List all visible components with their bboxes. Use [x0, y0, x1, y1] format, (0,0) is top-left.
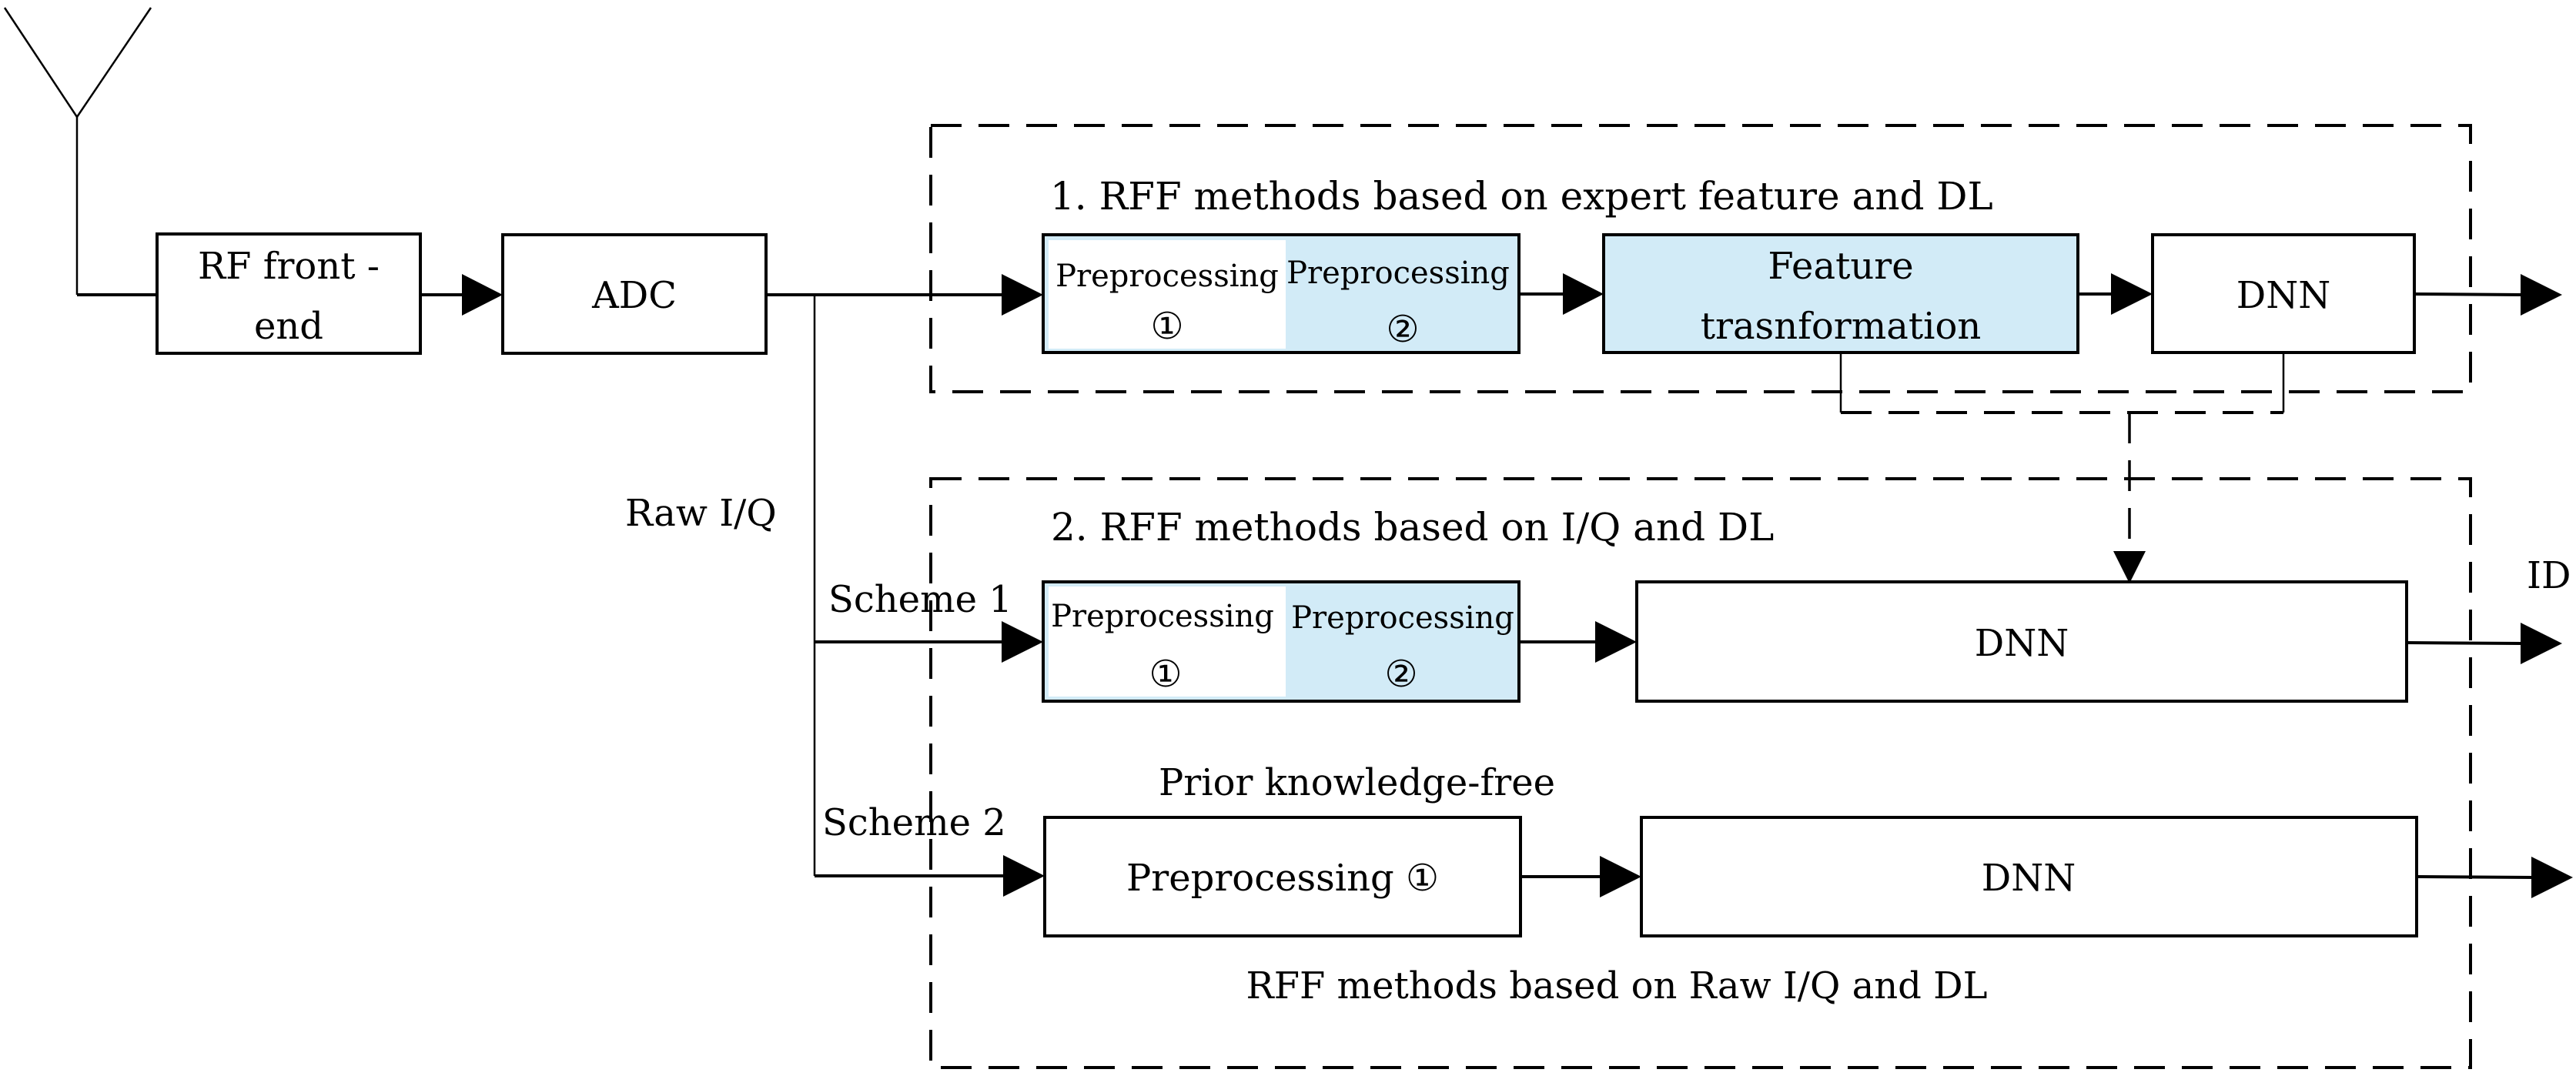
scheme2-preprocessing-box: [1043, 816, 1522, 937]
preprocessing-1-marker: ①: [1150, 305, 1183, 348]
output-arrowhead-icon: [2521, 623, 2562, 664]
group1-title: 1. RFF methods based on expert feature a…: [1050, 174, 1993, 219]
scheme2-dnn-label: DNN: [1982, 857, 2076, 900]
scheme2-label: Scheme 2: [822, 801, 1006, 844]
adc-box: [501, 233, 768, 355]
adc-block: ADC: [501, 233, 768, 355]
scheme1-dnn-block: DNN: [1635, 580, 2408, 703]
group1-dnn-box: [2151, 233, 2416, 354]
arrowhead-icon: [1595, 621, 1637, 663]
scheme1-preprocessing-1-fill: [1049, 586, 1286, 697]
raw-iq-bus: [766, 274, 1045, 897]
output-arrowhead-icon: [2531, 857, 2573, 898]
scheme2-preprocessing-label: Preprocessing ①: [1126, 857, 1439, 900]
group1-preprocessing-block: Preprocessing ① Preprocessing ②: [1042, 233, 1521, 354]
arrowhead-icon: [1003, 855, 1045, 897]
scheme1-preprocessing-2-marker: ②: [1384, 653, 1417, 696]
arrowhead-icon: [1002, 274, 1043, 316]
rf-frontend-label-line1: RF front -: [198, 245, 380, 288]
preprocessing-1-label: Preprocessing: [1055, 259, 1279, 294]
scheme1-dnn-label: DNN: [1975, 622, 2069, 665]
feature-transformation-block: Feature trasnformation: [1602, 233, 2079, 354]
antenna-icon: [3, 7, 157, 296]
group1-dashed-border: [929, 124, 2472, 393]
raw-iq-label: Raw I/Q: [625, 492, 777, 535]
group2-container: 2. RFF methods based on I/Q and DL Prepr…: [929, 477, 2573, 1069]
group2-title: 2. RFF methods based on I/Q and DL: [1051, 505, 1774, 550]
scheme1-preprocessing-1-marker: ①: [1149, 653, 1182, 696]
scheme1-preprocessing-1-label: Preprocessing: [1051, 599, 1274, 634]
feature-label-line1: Feature: [1768, 245, 1913, 288]
scheme2-note: Prior knowledge-free: [1159, 761, 1555, 804]
down-arrowhead-icon: [2113, 551, 2146, 583]
arrowhead-icon: [1002, 621, 1043, 663]
scheme2-dnn-box: [1640, 816, 2418, 937]
scheme1-label: Scheme 1: [828, 578, 1012, 621]
group1-dnn-label: DNN: [2236, 274, 2330, 317]
transfer-connector: [1839, 353, 2285, 583]
group1-container: 1. RFF methods based on expert feature a…: [929, 124, 2562, 393]
rf-frontend-block: RF front - end: [156, 232, 422, 355]
preprocessing-2-marker: ②: [1386, 308, 1419, 351]
scheme1-dnn-box: [1635, 580, 2408, 703]
scheme2-dnn-block: DNN: [1640, 816, 2418, 937]
arrowhead-icon: [462, 274, 503, 316]
arrowhead-icon: [1600, 856, 1641, 897]
output-arrowhead-icon: [2521, 274, 2562, 316]
arrow-rf-to-adc: [420, 274, 503, 316]
adc-label: ADC: [591, 274, 677, 317]
preprocessing-2-label: Preprocessing: [1286, 256, 1510, 291]
output-id-label: ID: [2527, 554, 2571, 597]
scheme1-preprocessing-2-label: Preprocessing: [1291, 600, 1514, 636]
scheme2-preprocessing-block: Preprocessing ①: [1043, 816, 1522, 937]
scheme1-preprocessing-block: Preprocessing ① Preprocessing ②: [1042, 580, 1521, 703]
rf-frontend-box: [156, 232, 422, 355]
rf-frontend-label-line2: end: [254, 305, 323, 348]
group2-dashed-border: [929, 477, 2472, 1069]
preprocessing-1-fill: [1049, 240, 1286, 349]
group2-footer: RFF methods based on Raw I/Q and DL: [1246, 964, 1988, 1007]
feature-label-line2: trasnformation: [1701, 305, 1982, 348]
arrowhead-icon: [1563, 273, 1604, 315]
arrowhead-icon: [2111, 273, 2153, 315]
group1-dnn-block: DNN: [2151, 233, 2416, 354]
feature-transformation-box: [1602, 233, 2079, 354]
